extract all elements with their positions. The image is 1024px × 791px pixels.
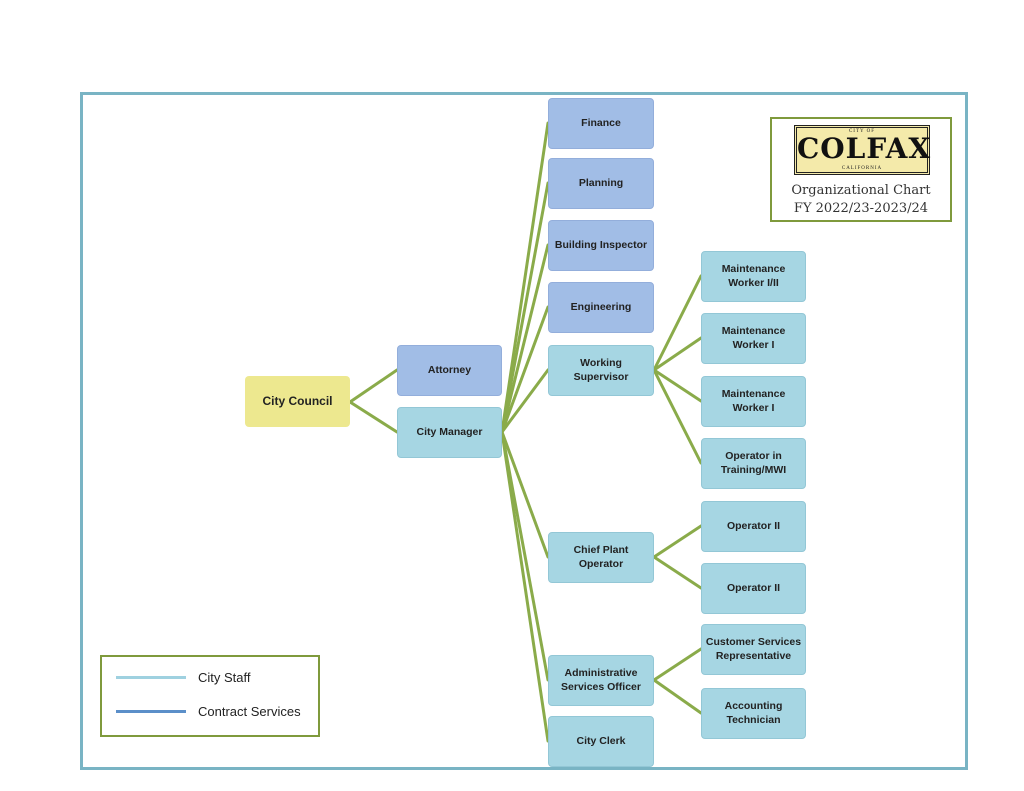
node-city-manager: City Manager (397, 407, 502, 458)
node-administrative-services-officer: Administrative Services Officer (548, 655, 654, 706)
node-planning: Planning (548, 158, 654, 209)
connector-manager-engineering (500, 305, 550, 434)
node-customer-services-representative: Customer Services Representative (701, 624, 806, 675)
connector-manager-planning (500, 181, 550, 434)
connector-manager-building (500, 243, 550, 434)
logo-box: CITY OF COLFAX CALIFORNIA Organizational… (770, 117, 952, 222)
chart-fiscal-year: FY 2022/23-2023/24 (793, 201, 929, 216)
node-operator-ii-b: Operator II (701, 563, 806, 614)
legend-item-city-staff: City Staff (116, 670, 251, 685)
node-maintenance-worker-i-b: Maintenance Worker I (701, 376, 806, 427)
node-finance: Finance (548, 98, 654, 149)
node-building-inspector: Building Inspector (548, 220, 654, 271)
connector-manager-clerk (500, 430, 550, 743)
node-chief-plant-operator: Chief Plant Operator (548, 532, 654, 583)
connector-supervisor-mw3 (652, 368, 703, 403)
node-operator-in-training: Operator in Training/MWI (701, 438, 806, 489)
connector-manager-finance (500, 121, 550, 434)
colfax-logo: CITY OF COLFAX CALIFORNIA (794, 125, 930, 175)
node-accounting-technician: Accounting Technician (701, 688, 806, 739)
node-city-clerk: City Clerk (548, 716, 654, 767)
connector-admin-csr (652, 647, 703, 682)
connector-plant-op2 (652, 555, 703, 590)
connector-supervisor-mw1 (652, 274, 703, 372)
logo-city-of: CITY OF (848, 129, 876, 134)
node-operator-ii-a: Operator II (701, 501, 806, 552)
connector-council-attorney (348, 368, 399, 404)
chart-title: Organizational Chart (791, 183, 931, 198)
connector-supervisor-oit (652, 368, 703, 465)
chart-frame (80, 92, 968, 770)
node-engineering: Engineering (548, 282, 654, 333)
legend-label-city-staff: City Staff (198, 670, 251, 685)
legend: City Staff Contract Services (100, 655, 320, 737)
legend-swatch-contract-services (116, 710, 186, 713)
node-maintenance-worker-i-ii: Maintenance Worker I/II (701, 251, 806, 302)
connector-council-manager (348, 400, 399, 434)
connector-manager-plant (500, 430, 550, 559)
connector-admin-acct (652, 678, 703, 715)
legend-label-contract-services: Contract Services (198, 704, 301, 719)
node-city-council: City Council (245, 376, 350, 427)
connector-supervisor-mw2 (652, 336, 703, 372)
legend-item-contract-services: Contract Services (116, 704, 301, 719)
logo-name: COLFAX (797, 132, 932, 165)
connector-plant-op1 (652, 524, 703, 559)
node-working-supervisor: Working Supervisor (548, 345, 654, 396)
node-maintenance-worker-i-a: Maintenance Worker I (701, 313, 806, 364)
connector-manager-supervisor (500, 368, 550, 434)
node-attorney: Attorney (397, 345, 502, 396)
logo-state: CALIFORNIA (841, 166, 883, 171)
legend-swatch-city-staff (116, 676, 186, 679)
